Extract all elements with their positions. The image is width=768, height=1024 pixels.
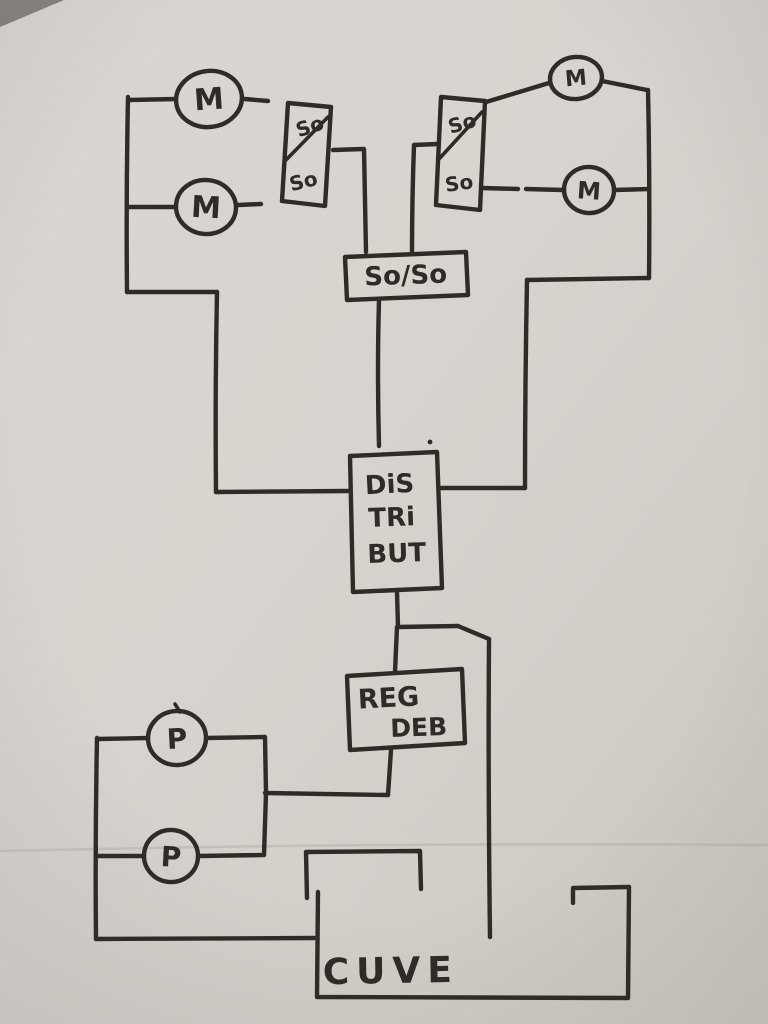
valve-center-label: So/So [364, 260, 448, 293]
tank-label: CUVE [322, 950, 459, 993]
paper-crease [0, 843, 768, 853]
pipe-return-to-tank [486, 636, 493, 940]
pump-bottom-label: P [160, 840, 182, 874]
distributor-label-line1: DiS [364, 469, 415, 502]
valve-left-diagonal [283, 115, 330, 163]
pipe-tee-corner [455, 623, 492, 642]
pipe-pump-riser-bottom [261, 790, 269, 858]
pipe-regulator-out [385, 747, 394, 798]
distributor-group: DiS TRi BUT [347, 449, 493, 940]
valve-left-box [279, 100, 334, 209]
distributor-label-line3: BUT [367, 538, 427, 570]
center-valve-group: So/So [342, 249, 471, 449]
regulator-label-line1: REG [357, 681, 420, 715]
tank-body [314, 884, 632, 1001]
pipe-left-bus [124, 94, 131, 295]
tank-group: CUVE [303, 848, 632, 1001]
pipe-left-drop [361, 146, 369, 255]
pipe-right-bus [645, 87, 652, 281]
pipe-left-to-distributor [213, 488, 351, 495]
distributor-box [347, 449, 445, 595]
tank-left-rim [303, 848, 424, 901]
pipe-valve-motor4-dash [478, 185, 521, 192]
distributor-label-line2: TRi [368, 502, 416, 534]
motor-bottom-left-label: M [190, 190, 222, 227]
pipe-valve-left-out [330, 146, 366, 153]
motor-top-right-circle [547, 54, 605, 102]
regulator-label-line2: DEB [390, 712, 448, 743]
pipe-motor2-valve-dash [235, 201, 264, 208]
motor-bottom-right-label: M [576, 176, 602, 206]
left-motor-circuit: M M So So [124, 68, 369, 495]
pipe-right-down [522, 277, 530, 491]
pump-group: P P [93, 702, 317, 942]
pipe-tee-right [395, 623, 461, 630]
pipe-valve-right-out [411, 141, 441, 148]
pipe-to-regulator [392, 624, 400, 675]
valve-right-bottom-label: So [443, 169, 474, 197]
motor-top-left-label: M [193, 82, 225, 119]
ink-speck [427, 439, 433, 445]
motor-bottom-left-circle [173, 177, 239, 237]
regulator-box [344, 666, 468, 753]
photo-corner-shadow [0, 0, 64, 27]
right-motor-circuit: So So M M [409, 54, 652, 491]
pipe-right-bottom [524, 275, 652, 283]
pipe-motor4-out [611, 186, 652, 193]
flow-regulator-group: REG DEB [262, 666, 468, 798]
pipe-motor1-valve-dash [242, 96, 271, 104]
pipe-motor3-out [599, 78, 650, 93]
pipe-valve-to-motor3 [483, 80, 552, 105]
valve-center-box [342, 249, 471, 303]
pipe-left-down [213, 289, 220, 495]
pipe-pump-bus [93, 735, 100, 942]
pump-top-label: P [166, 722, 188, 756]
pipe-pump2-out [195, 852, 266, 859]
motor-top-left-circle [173, 68, 245, 130]
pipe-suction-to-tank [93, 935, 317, 942]
valve-right-box [433, 94, 488, 213]
pipe-pump1-out [203, 734, 267, 741]
pipe-pump-riser-top [262, 734, 269, 796]
tank-right-rim [570, 884, 632, 906]
pump-bottom-circle [141, 827, 201, 885]
valve-right-diagonal [437, 110, 484, 161]
motor-top-right-label: M [564, 66, 588, 93]
pipe-center-down [375, 297, 382, 449]
pipe-pump1-stub [94, 735, 151, 742]
pipe-motor4-stub [523, 186, 566, 193]
pipe-right-drop [409, 142, 417, 255]
pipe-distributor-out [394, 589, 401, 630]
pipe-motor1-stub [126, 96, 179, 103]
pipe-regulator-left [262, 790, 391, 798]
